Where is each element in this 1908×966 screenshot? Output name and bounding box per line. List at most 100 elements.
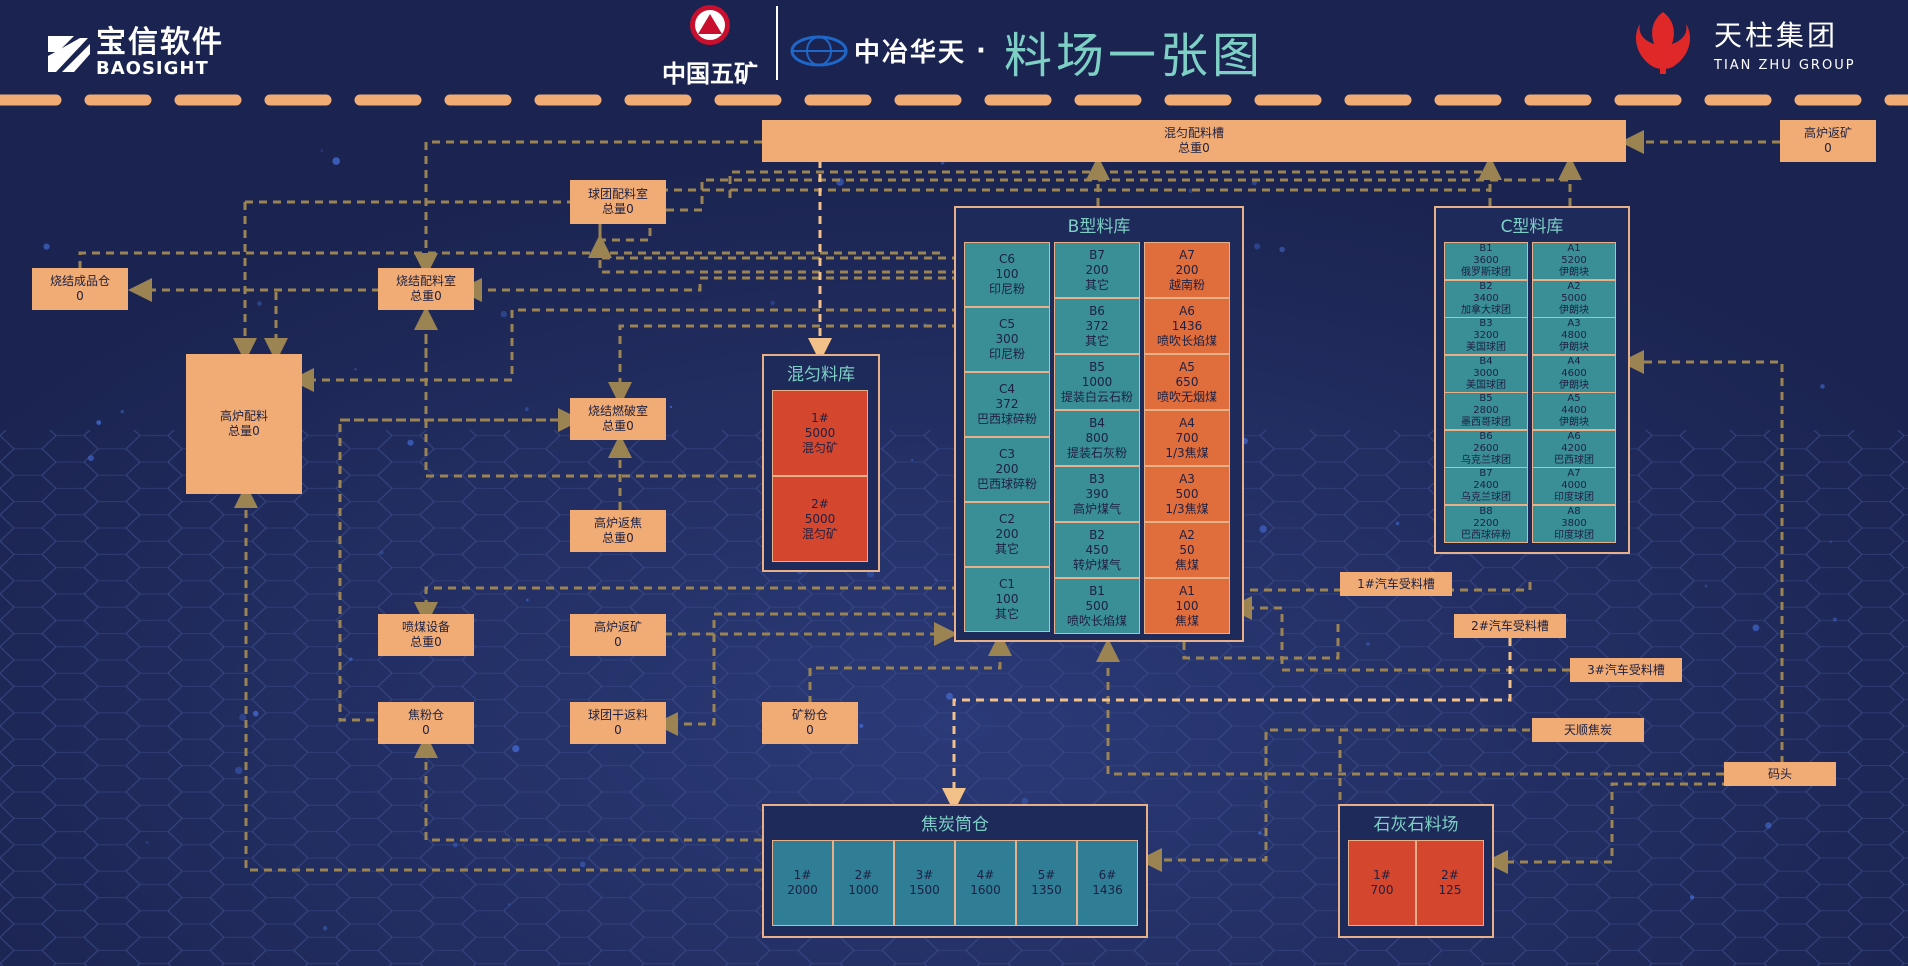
flow-line (1250, 582, 1532, 592)
star-dot (120, 409, 125, 414)
star-dot (1258, 831, 1262, 835)
tianshun-coke[interactable]: 天顺焦炭 (1532, 718, 1644, 742)
truck-hopper-2[interactable]: 2#汽车受料槽 (1454, 614, 1566, 638)
header-separator: · (976, 35, 986, 66)
coke-silo-cell-4[interactable]: 4#1600 (955, 840, 1016, 926)
star-dot (1820, 384, 1825, 389)
minmetals-logo: 中国五矿 (660, 2, 760, 89)
sinter-product-bin[interactable]: 烧结成品仓 0 (32, 268, 128, 310)
flow-line (1484, 782, 1730, 874)
box-value: 总量0 (602, 202, 634, 216)
sinter-batching-room[interactable]: 烧结配料室 总重0 (378, 268, 474, 310)
coke-silo-cell-6[interactable]: 6#1436 (1077, 840, 1138, 926)
coke-silo-cell-5[interactable]: 5#1350 (1016, 840, 1077, 926)
star-dot (354, 368, 357, 371)
baosight-logo: 宝信软件 BAOSIGHT (48, 28, 224, 78)
coal-injection-equipment[interactable]: 喷煤设备 总重0 (378, 614, 474, 656)
dock[interactable]: 码头 (1724, 762, 1836, 786)
flow-line (458, 276, 960, 302)
star-dot (1254, 243, 1261, 250)
star-dot (332, 157, 341, 165)
box-value: 总重0 (602, 531, 634, 545)
bf-return-ore-mid[interactable]: 高炉返矿 0 (570, 614, 666, 656)
coke-silo-cell-2[interactable]: 2#1000 (833, 840, 894, 926)
star-dot (96, 420, 102, 425)
box-name: 混匀配料槽 (1163, 126, 1224, 140)
star-dot (1829, 540, 1832, 543)
box-name: 焦粉仓 (407, 708, 444, 722)
flow-line (78, 251, 940, 268)
box-name: 码头 (1767, 766, 1792, 781)
bf-batching[interactable]: 高炉配料 总量0 (186, 354, 302, 494)
coke-powder-bin[interactable]: 焦粉仓 0 (378, 702, 474, 744)
box-name: 球团配料室 (587, 187, 648, 201)
star-dot (1021, 797, 1029, 805)
minmetals-emblem-icon (690, 5, 730, 45)
pellet-batching-room[interactable]: 球团配料室 总量0 (570, 180, 666, 224)
bf-return-ore-top[interactable]: 高炉返矿 0 (1780, 120, 1876, 162)
star-dot (320, 149, 323, 152)
box-name: 1#汽车受料槽 (1357, 576, 1435, 591)
pellet-dry-return[interactable]: 球团干返料 0 (570, 702, 666, 744)
header-divider (776, 6, 778, 80)
truck-hopper-1[interactable]: 1#汽车受料槽 (1340, 572, 1452, 596)
ore-powder-bin[interactable]: 矿粉仓 0 (762, 702, 858, 744)
mixing-cell-2[interactable]: 2# 5000 混匀矿 (772, 476, 868, 562)
limestone-cell-2[interactable]: 2#125 (1416, 840, 1484, 926)
star-dot (911, 459, 914, 461)
coke-silo-cell-1[interactable]: 1#2000 (772, 840, 833, 926)
mix-batching-tank[interactable]: 混匀配料槽 总重0 (762, 120, 1626, 162)
mixing-store-panel: 混匀料库 1# 5000 混匀矿 2# 5000 混匀矿 (762, 354, 880, 572)
mcc-globe-icon (790, 35, 848, 66)
star-dot (379, 550, 384, 555)
bf-return-coke[interactable]: 高炉返焦 总重0 (570, 510, 666, 552)
mixing-cell-1[interactable]: 1# 5000 混匀矿 (772, 390, 868, 476)
box-value: 0 (614, 635, 622, 649)
sinter-crush-room[interactable]: 烧结燃破室 总重0 (570, 398, 666, 440)
limestone-cell-1[interactable]: 1#700 (1348, 840, 1416, 926)
truck-hopper-3[interactable]: 3#汽车受料槽 (1570, 658, 1682, 682)
flow-line (338, 418, 560, 722)
tianzhu-en: TIAN ZHU GROUP (1714, 57, 1856, 73)
coke-silo-cell-3[interactable]: 3#1500 (894, 840, 955, 926)
star-dot (859, 723, 864, 728)
